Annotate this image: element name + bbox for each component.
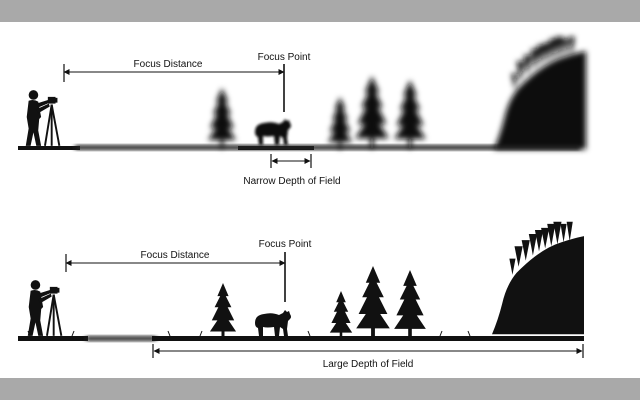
photographer-icon [26, 279, 63, 337]
bottom-ground-blurred [86, 336, 156, 341]
narrow-dof-label: Narrow Depth of Field [243, 176, 340, 187]
focus-point-label: Focus Point [258, 52, 311, 63]
bottom-panel: Focus Distance Focus Point Large Depth o… [18, 221, 584, 370]
tree-icon [209, 283, 237, 339]
grass-tufts [27, 330, 471, 337]
tree-icon [208, 88, 236, 148]
top-frame-band [0, 0, 640, 22]
bottom-ground-sharp [152, 336, 584, 341]
cliff-icon [494, 36, 586, 150]
tree-icon [356, 266, 390, 338]
photographer-icon [24, 89, 61, 147]
top-ground-blurred [75, 145, 580, 150]
cliff-icon [492, 221, 584, 335]
bear-icon [255, 119, 291, 145]
tree-icon [394, 270, 426, 338]
bottom-ground-near [18, 336, 88, 341]
bear-icon [255, 310, 291, 336]
top-panel: Focus Distance Focus Point Narrow Depth … [18, 36, 586, 187]
focus-distance-label: Focus Distance [141, 250, 210, 261]
tree-icon [329, 291, 353, 339]
bottom-frame-band [0, 378, 640, 400]
focus-distance-label: Focus Distance [134, 59, 203, 70]
large-dof-label: Large Depth of Field [323, 359, 414, 370]
focus-point-label: Focus Point [259, 239, 312, 250]
background-trees-blurred [327, 76, 426, 149]
